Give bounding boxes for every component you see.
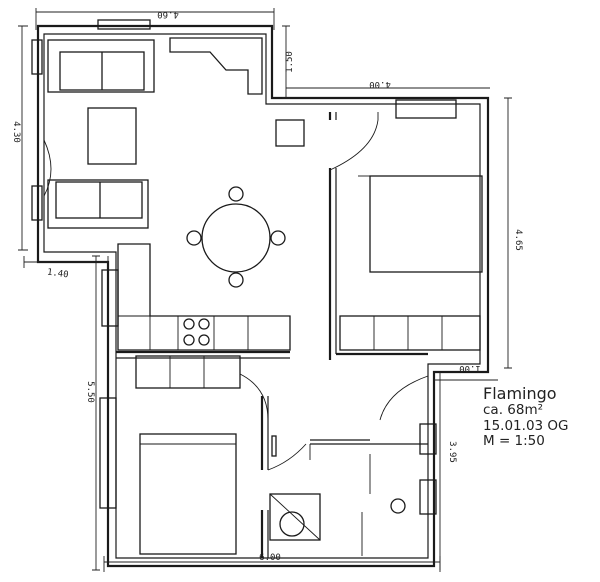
- dining-table: [201, 203, 271, 273]
- coffee-table: [87, 107, 137, 165]
- small-bedroom-door-swing: [239, 373, 269, 421]
- dim-top-width: 4.60: [157, 9, 179, 19]
- dim-right-height: 4.65: [513, 229, 523, 251]
- dim-left-upper-height: 4.30: [11, 121, 21, 143]
- wardrobe-right: [339, 315, 481, 351]
- dim-right-top-width: 4.00: [369, 79, 391, 89]
- living-room-furniture: [47, 37, 305, 288]
- chair: [228, 186, 244, 202]
- dim-right-lower-height: 3.95: [447, 441, 457, 463]
- chair: [186, 230, 202, 246]
- chair: [228, 272, 244, 288]
- kitchen: [117, 243, 291, 351]
- bed-lower: [139, 433, 237, 555]
- stove-burner: [198, 334, 210, 346]
- dim-left-step: 1.40: [46, 268, 69, 281]
- l-shaped-unit: [169, 37, 263, 95]
- stove-burner: [198, 318, 210, 330]
- dim-top-step: 1.50: [285, 51, 295, 73]
- entrance-door-swing: [43, 139, 52, 197]
- stove-burner: [183, 334, 195, 346]
- small-cabinet: [275, 119, 305, 147]
- interior-walls: [116, 112, 428, 558]
- chair: [270, 230, 286, 246]
- bedroom-right: [339, 175, 483, 351]
- wardrobe-lower: [135, 355, 241, 389]
- bedroom-door-swing: [329, 119, 379, 171]
- plan-legend: Flamingo ca. 68m² 15.01.03 OG M = 1:50: [483, 384, 569, 450]
- bath-inner-door-swing: [267, 443, 307, 471]
- dim-left-lower-height: 5.50: [85, 381, 95, 403]
- stove-burner: [183, 318, 195, 330]
- bathroom: [269, 444, 406, 556]
- doors: [43, 112, 429, 471]
- double-bed: [369, 175, 483, 273]
- dim-bottom-width: 6.00: [259, 553, 281, 563]
- apartment-area: ca. 68m²: [483, 402, 544, 419]
- date-floor: 15.01.03 OG: [483, 417, 569, 434]
- sink-icon: [390, 498, 406, 514]
- sofa-lower: [47, 179, 149, 229]
- kitchen-counter: [117, 243, 291, 351]
- dim-right-step: 1.00: [459, 363, 481, 373]
- bath-door-swing: [379, 375, 429, 421]
- sofa-upper: [47, 39, 155, 93]
- toilet-icon: [279, 511, 305, 537]
- toilet-area: [269, 493, 321, 541]
- apartment-name: Flamingo: [483, 384, 557, 403]
- scale: M = 1:50: [483, 433, 545, 450]
- dimension-lines: 4.60 1.50 4.00 4.30 1.40 4.65 1.00 5.50 …: [11, 8, 523, 572]
- bedroom-lower: [135, 355, 241, 555]
